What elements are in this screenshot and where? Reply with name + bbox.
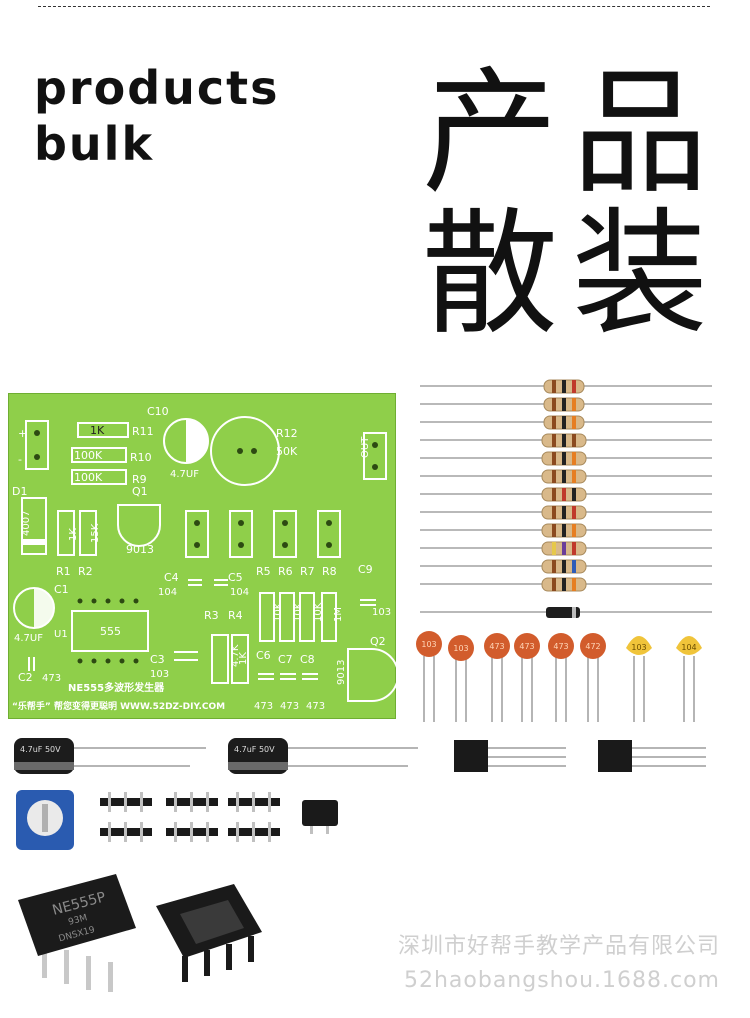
mono-cap-2-value: 104	[681, 643, 696, 652]
pcb-r2-label: R2	[78, 565, 93, 578]
heading-zh-char-1: 产	[422, 55, 558, 213]
watermark-company: 深圳市好帮手教学产品有限公司	[397, 934, 720, 959]
resistor-bundle	[420, 379, 712, 618]
pcb-plus-label: +	[18, 427, 27, 440]
pcb-r8-label: R8	[322, 565, 337, 578]
pcb-r7-value: 10K	[313, 602, 324, 622]
pcb-r12-label: R12	[276, 427, 298, 440]
pcb-c7-label: C7	[278, 653, 293, 666]
pcb-c2-label: C2	[18, 671, 33, 684]
ceramic-cap-3-value: 473	[489, 642, 504, 651]
pcb-r1-value: 1K	[68, 528, 79, 541]
pcb-c5-value: 104	[230, 587, 249, 598]
pcb-c7-value: 473	[280, 701, 299, 712]
heading-zh-char-3: 散	[422, 196, 558, 354]
pcb-r11-value: 1K	[90, 424, 105, 437]
pcb-out-label: OUT	[360, 436, 371, 458]
pcb-r1-label: R1	[56, 565, 71, 578]
pcb-c1-value: 4.7UF	[14, 633, 43, 644]
ceramic-cap-6-value: 472	[585, 642, 600, 651]
pcb-c1-label: C1	[54, 583, 69, 596]
pcb-q2-part: 9013	[336, 660, 347, 685]
ceramic-cap-2-value: 103	[453, 644, 468, 653]
heading-products: products	[34, 61, 280, 115]
electrolytic-2-label: 4.7uF 50V	[234, 745, 275, 754]
top-dashed-divider	[38, 6, 710, 7]
pcb-r7-label: R7	[300, 565, 315, 578]
pot-headers-jumper	[16, 790, 338, 850]
ceramic-cap-5-value: 473	[553, 642, 568, 651]
pcb-footer: “乐帮手” 帮您变得更聪明 WWW.52DZ-DIY.COM	[12, 700, 225, 712]
pcb-c8-value: 473	[306, 701, 325, 712]
pcb-c5-label: C5	[228, 571, 243, 584]
pcb-r5-label: R5	[256, 565, 271, 578]
heading-bulk: bulk	[34, 117, 155, 171]
pcb-r3-value: 4.7K	[230, 644, 241, 667]
pcb-c10-value: 4.7UF	[170, 469, 199, 480]
pcb-u1-label: U1	[54, 629, 68, 640]
pcb-c2-value: 473	[42, 673, 61, 684]
ceramic-cap-4-value: 473	[519, 642, 534, 651]
electrolytic-1-label: 4.7uF 50V	[20, 745, 61, 754]
pcb-c6-label: C6	[256, 649, 271, 662]
heading-zh-char-2: 品	[572, 55, 708, 213]
pcb-title: NE555多波形发生器	[68, 681, 165, 694]
pcb-r5-value: 10K	[273, 602, 284, 622]
pcb-r11-label: R11	[132, 425, 154, 438]
mono-cap-1-value: 103	[631, 643, 646, 652]
pcb-u1-part: 555	[100, 625, 121, 638]
pcb-r10-value: 100K	[74, 449, 103, 462]
pcb-c9-value: 103	[372, 607, 391, 618]
pcb-r12-value: 50K	[276, 445, 298, 458]
pcb-r8-value: 1M	[333, 607, 344, 622]
pcb-minus-label: -	[18, 453, 22, 466]
pcb-q1-label: Q1	[132, 485, 148, 498]
pcb-r6-value: 10K	[293, 602, 304, 622]
pcb-r9-label: R9	[132, 473, 147, 486]
pcb-c8-label: C8	[300, 653, 315, 666]
pcb-c10-label: C10	[147, 405, 169, 418]
pcb-c3-label: C3	[150, 653, 165, 666]
pcb-r3-label: R3	[204, 609, 219, 622]
pcb-r9-value: 100K	[74, 471, 103, 484]
pcb-q1-part: 9013	[126, 543, 154, 556]
pcb-d1-label: D1	[12, 485, 27, 498]
pcb-d1-part: 4007	[21, 511, 32, 536]
ic-marking-line2: 93M	[67, 913, 88, 928]
electrolytics-and-transistors: 4.7uF 50V 4.7uF 50V	[14, 738, 706, 774]
pcb-c4-label: C4	[164, 571, 179, 584]
pcb-r2-value: 15K	[90, 523, 101, 543]
watermark-url: 52haobangshou.1688.com	[403, 968, 720, 993]
pcb-r6-label: R6	[278, 565, 293, 578]
pcb-board: + - C10 1K R11 100K R10 100K R9 4.7UF Q1…	[8, 393, 396, 719]
pcb-c9-label: C9	[358, 563, 373, 576]
ceramic-capacitors: 103 103 473 473 473 472 103 104	[416, 631, 702, 722]
ic-and-socket: NE555P 93M DNSX19	[18, 874, 262, 992]
pcb-r4-label: R4	[228, 609, 243, 622]
ceramic-cap-1-value: 103	[421, 640, 436, 649]
pcb-c4-value: 104	[158, 587, 177, 598]
pcb-q2-label: Q2	[370, 635, 386, 648]
pcb-c6-value: 473	[254, 701, 273, 712]
heading-zh-char-4: 装	[572, 196, 708, 354]
pcb-r4-value: 1K	[238, 652, 249, 665]
pcb-c3-value: 103	[150, 669, 169, 680]
pcb-r10-label: R10	[130, 451, 152, 464]
